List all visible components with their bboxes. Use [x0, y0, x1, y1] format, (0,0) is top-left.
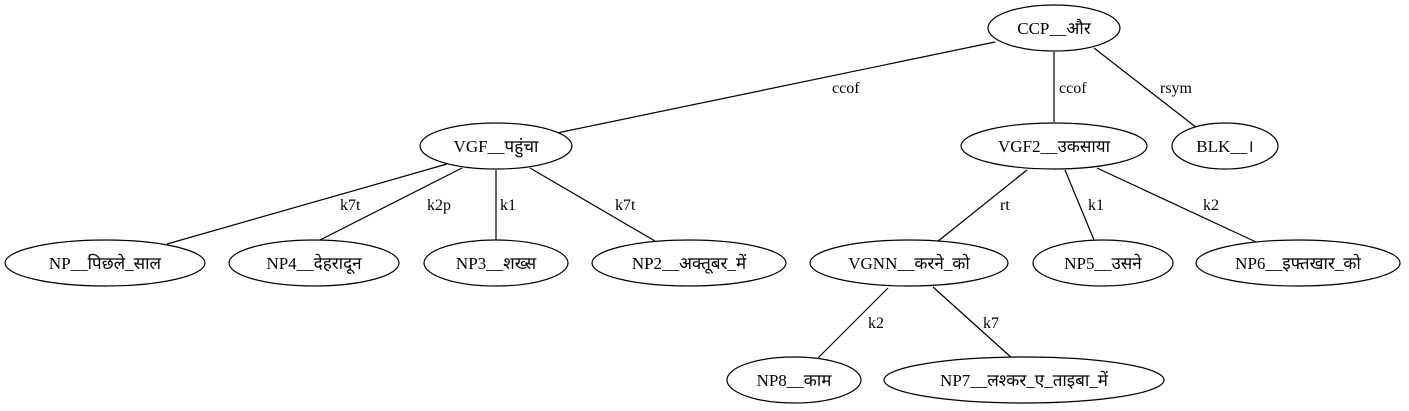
node-np4: NP4__देहरादून [228, 239, 400, 287]
node-np: NP__पिछले_साल [4, 239, 206, 287]
edge-label: rsym [1160, 80, 1193, 97]
node-label: VGF2__उकसाया [998, 137, 1111, 156]
edge-label: k1 [500, 197, 516, 214]
edge-k1-np3: k1 [495, 170, 516, 240]
edge-label: k7 [983, 315, 999, 332]
node-label: VGF__पहुंचा [454, 137, 539, 158]
node-np7: NP7__लश्कर_ए_ताइबा_में [883, 356, 1165, 404]
node-label: NP8__काम [757, 371, 833, 390]
edge-label: k7t [340, 197, 361, 214]
node-np5: NP5__उसने [1032, 239, 1174, 287]
node-label: CCP__और [1017, 18, 1092, 38]
node-np6: NP6__इफ्तखार_को [1195, 239, 1401, 287]
node-ccp: CCP__और [987, 4, 1121, 52]
edge-label: k2 [868, 315, 884, 332]
node-np3: NP3__शख्स [423, 239, 569, 287]
edge-k2p-np4: k2p [317, 167, 463, 242]
edge-ccof-right: ccof [1053, 52, 1087, 122]
edge-label: k2 [1203, 197, 1219, 214]
node-label: NP2__अक्तूबर_में [632, 253, 747, 274]
edge-label: k7t [615, 197, 636, 214]
node-label: NP6__इफ्तखार_को [1235, 253, 1361, 273]
node-blk: BLK__। [1171, 122, 1279, 170]
node-label: BLK__। [1196, 137, 1253, 156]
node-np8: NP8__काम [726, 356, 862, 404]
edge-rsym: rsym [1093, 47, 1198, 129]
edge-rt-vgnn: rt [936, 169, 1028, 243]
edge-ccof-left: ccof [556, 41, 996, 134]
edge-k7t-np: k7t [166, 163, 448, 245]
edge-k1-np5: k1 [1064, 169, 1104, 241]
edge-label: ccof [1059, 80, 1087, 97]
node-label: NP7__लश्कर_ए_ताइबा_में [940, 370, 1109, 390]
node-label: NP4__देहरादून [266, 253, 362, 274]
edge-label: k2p [427, 197, 451, 214]
node-vgf: VGF__पहुंचा [419, 122, 573, 170]
node-label: NP__पिछले_साल [49, 253, 162, 273]
edges: ccof ccof rsym k7t k2p k1 k7t rt [166, 41, 1257, 360]
node-vgf2: VGF2__उकसाया [960, 122, 1148, 170]
edge-k7-np7: k7 [932, 286, 1014, 360]
node-label: NP3__शख्स [456, 254, 537, 273]
node-np2: NP2__अक्तूबर_में [591, 239, 787, 287]
edge-label: rt [1000, 197, 1010, 214]
edge-k7t-np2: k7t [529, 167, 656, 242]
node-label: VGNN__करने_को [848, 253, 970, 273]
edge-k2-np8: k2 [817, 287, 889, 359]
nodes: CCP__और VGF__पहुंचा VGF2__उकसाया BLK__। … [4, 4, 1401, 404]
edge-k2-np6: k2 [1096, 167, 1257, 243]
edge-label: ccof [832, 80, 860, 97]
edge-label: k1 [1088, 197, 1104, 214]
node-vgnn: VGNN__करने_को [809, 239, 1009, 287]
node-label: NP5__उसने [1064, 253, 1142, 273]
